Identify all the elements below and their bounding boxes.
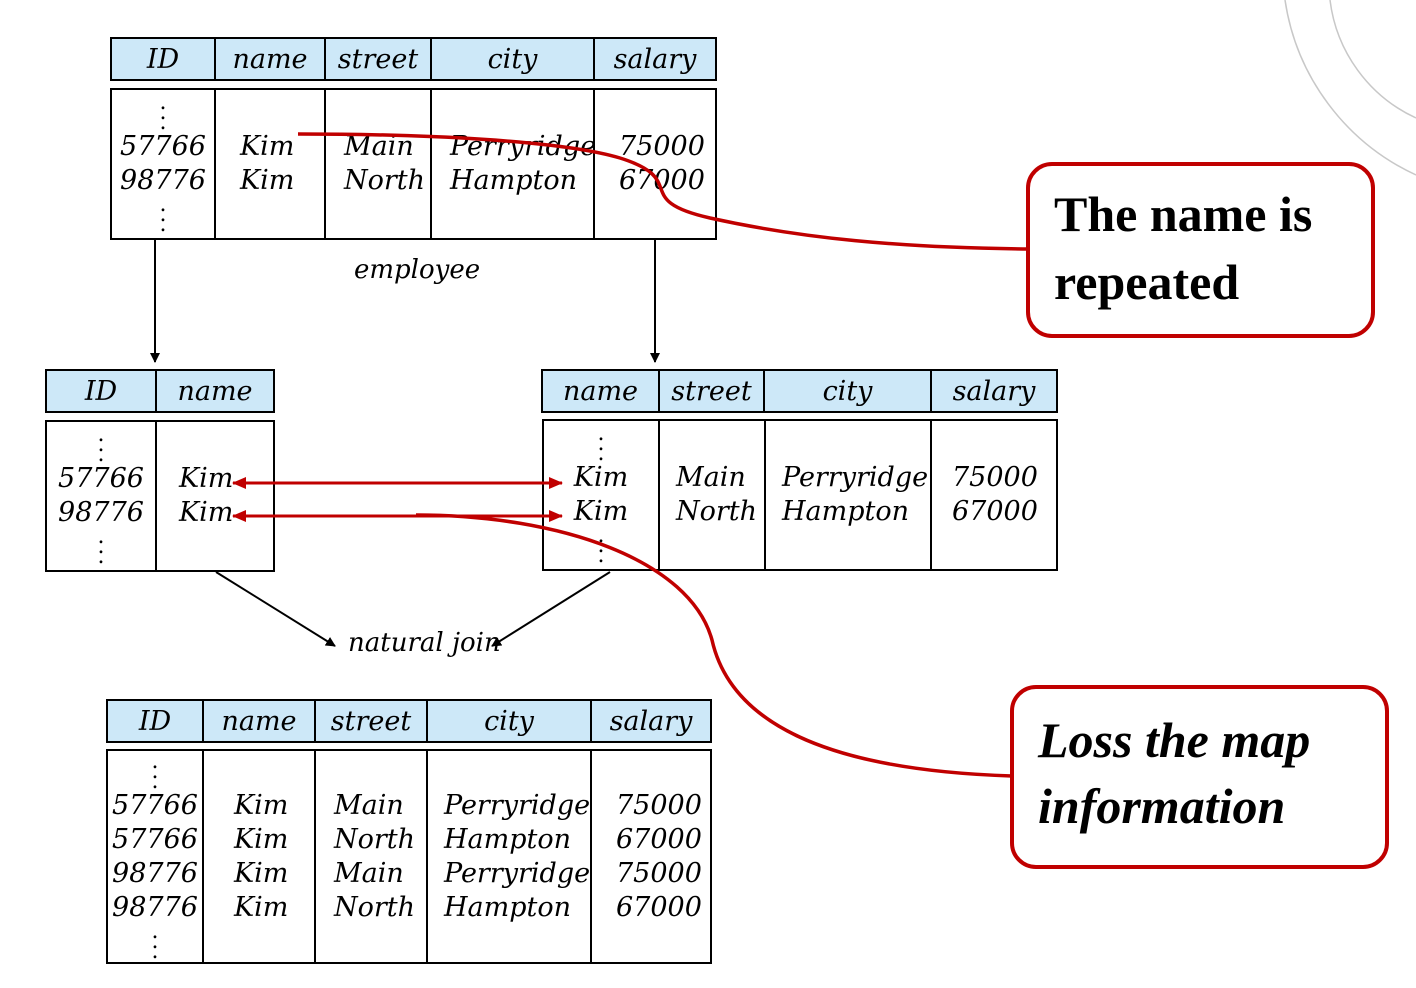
left-id-column: ... 57766 98776 ... <box>47 422 155 570</box>
right-city-column: Perryridge Hampton <box>764 421 930 569</box>
repeated-callout-connector <box>297 132 1031 251</box>
result-body: ... 57766 57766 98776 98776 ... Kim Kim … <box>106 749 712 964</box>
right-name-column: ... Kim Kim ... <box>544 421 658 569</box>
cell-id: 57766 <box>112 823 198 855</box>
header-name: name <box>202 701 314 741</box>
employee-body: ... 57766 98776 ... Kim Kim Main North P… <box>110 88 717 240</box>
ellipsis-icon: ... <box>159 192 167 237</box>
cell-salary: 67000 <box>616 823 702 855</box>
result-header-row: ID name street city salary <box>106 699 712 743</box>
cell-name: Kim <box>234 891 289 923</box>
header-salary: salary <box>590 701 710 741</box>
header-salary: salary <box>593 39 715 79</box>
cell-city: Hampton <box>782 496 910 527</box>
right-salary-column: 75000 67000 <box>930 421 1056 569</box>
ellipsis-icon: ... <box>97 422 105 467</box>
callout-text: Loss the map <box>1038 712 1311 768</box>
cell-name: Kim <box>234 789 289 821</box>
cell-street: Main <box>334 789 404 821</box>
cell-street: North <box>676 496 758 527</box>
header-id: ID <box>146 43 180 75</box>
result-city-column: Perryridge Hampton Perryridge Hampton <box>426 751 590 962</box>
cell-city: Perryridge <box>444 789 591 821</box>
ellipsis-icon: ... <box>97 524 105 569</box>
cell-name: Kim <box>234 823 289 855</box>
cell-name: Kim <box>234 857 289 889</box>
cell-id: 98776 <box>112 857 198 889</box>
left-header-row: ID name <box>45 369 275 413</box>
cell-name: Kim <box>179 497 234 528</box>
cell-street: Main <box>334 857 404 889</box>
header-name: name <box>214 39 324 79</box>
cell-city: Perryridge <box>782 462 929 493</box>
cell-id: 98776 <box>58 497 144 528</box>
header-name: name <box>562 375 639 407</box>
callout-text: information <box>1038 778 1286 834</box>
result-name-column: Kim Kim Kim Kim <box>202 751 314 962</box>
cell-name: Kim <box>573 496 629 527</box>
ellipsis-icon: ... <box>597 421 605 466</box>
callout-text: repeated <box>1054 254 1240 310</box>
arrow-right-to-join <box>491 571 611 647</box>
arrow-left-to-join <box>215 571 336 647</box>
cell-id: 57766 <box>58 463 144 494</box>
cell-city: Hampton <box>444 823 572 855</box>
cell-id: 98776 <box>120 165 206 196</box>
employee-label: employee <box>354 255 481 285</box>
right-body: ... Kim Kim ... Main North Perryridge Ha… <box>542 419 1058 571</box>
header-street: street <box>314 701 426 741</box>
loss-callout-connector <box>415 513 1013 778</box>
cell-name: Kim <box>240 165 295 196</box>
cell-salary: 67000 <box>616 891 702 923</box>
header-city: city <box>426 701 590 741</box>
cell-street: North <box>344 165 426 196</box>
header-city: city <box>763 371 930 411</box>
callout-name-repeated: The name is repeated <box>1026 162 1375 338</box>
result-id-column: ... 57766 57766 98776 98776 ... <box>108 748 202 964</box>
cell-name: Kim <box>573 462 629 493</box>
cell-city: Perryridge <box>444 857 591 889</box>
ellipsis-icon: ... <box>159 90 167 135</box>
cell-street: North <box>334 823 416 855</box>
callout-loss-map: Loss the map information <box>1010 685 1389 869</box>
cell-id: 98776 <box>112 891 198 923</box>
natural-join-label: natural join <box>348 628 501 658</box>
ellipsis-icon: ... <box>151 748 159 794</box>
left-name-column: Kim Kim <box>155 422 273 570</box>
header-name: name <box>155 371 273 411</box>
callout-text: The name is <box>1054 186 1313 242</box>
cell-id: 57766 <box>120 131 206 162</box>
right-header-row: name street city salary <box>541 369 1058 413</box>
cell-street: Main <box>676 462 746 493</box>
right-street-column: Main North <box>658 421 764 569</box>
employee-header-row: ID name street city salary <box>110 37 717 81</box>
employee-name-column: Kim Kim <box>214 90 324 238</box>
cell-salary: 75000 <box>952 462 1038 493</box>
result-salary-column: 75000 67000 75000 67000 <box>590 751 710 962</box>
header-street: street <box>324 39 430 79</box>
cell-salary: 75000 <box>616 789 702 821</box>
result-street-column: Main North Main North <box>314 751 426 962</box>
header-city: city <box>430 39 593 79</box>
cell-city: Hampton <box>450 165 578 196</box>
cell-salary: 67000 <box>952 496 1038 527</box>
header-salary: salary <box>930 371 1056 411</box>
cell-id: 57766 <box>112 789 198 821</box>
header-id: ID <box>84 375 118 407</box>
header-id: ID <box>138 705 172 737</box>
cell-salary: 75000 <box>619 131 705 162</box>
header-street: street <box>658 371 763 411</box>
ellipsis-icon: ... <box>151 918 159 964</box>
cell-name: Kim <box>240 131 295 162</box>
employee-id-column: ... 57766 98776 ... <box>112 90 214 238</box>
left-body: ... 57766 98776 ... Kim Kim <box>45 420 275 572</box>
cell-street: North <box>334 891 416 923</box>
cell-salary: 75000 <box>616 857 702 889</box>
cell-name: Kim <box>179 463 234 494</box>
cell-city: Hampton <box>444 891 572 923</box>
